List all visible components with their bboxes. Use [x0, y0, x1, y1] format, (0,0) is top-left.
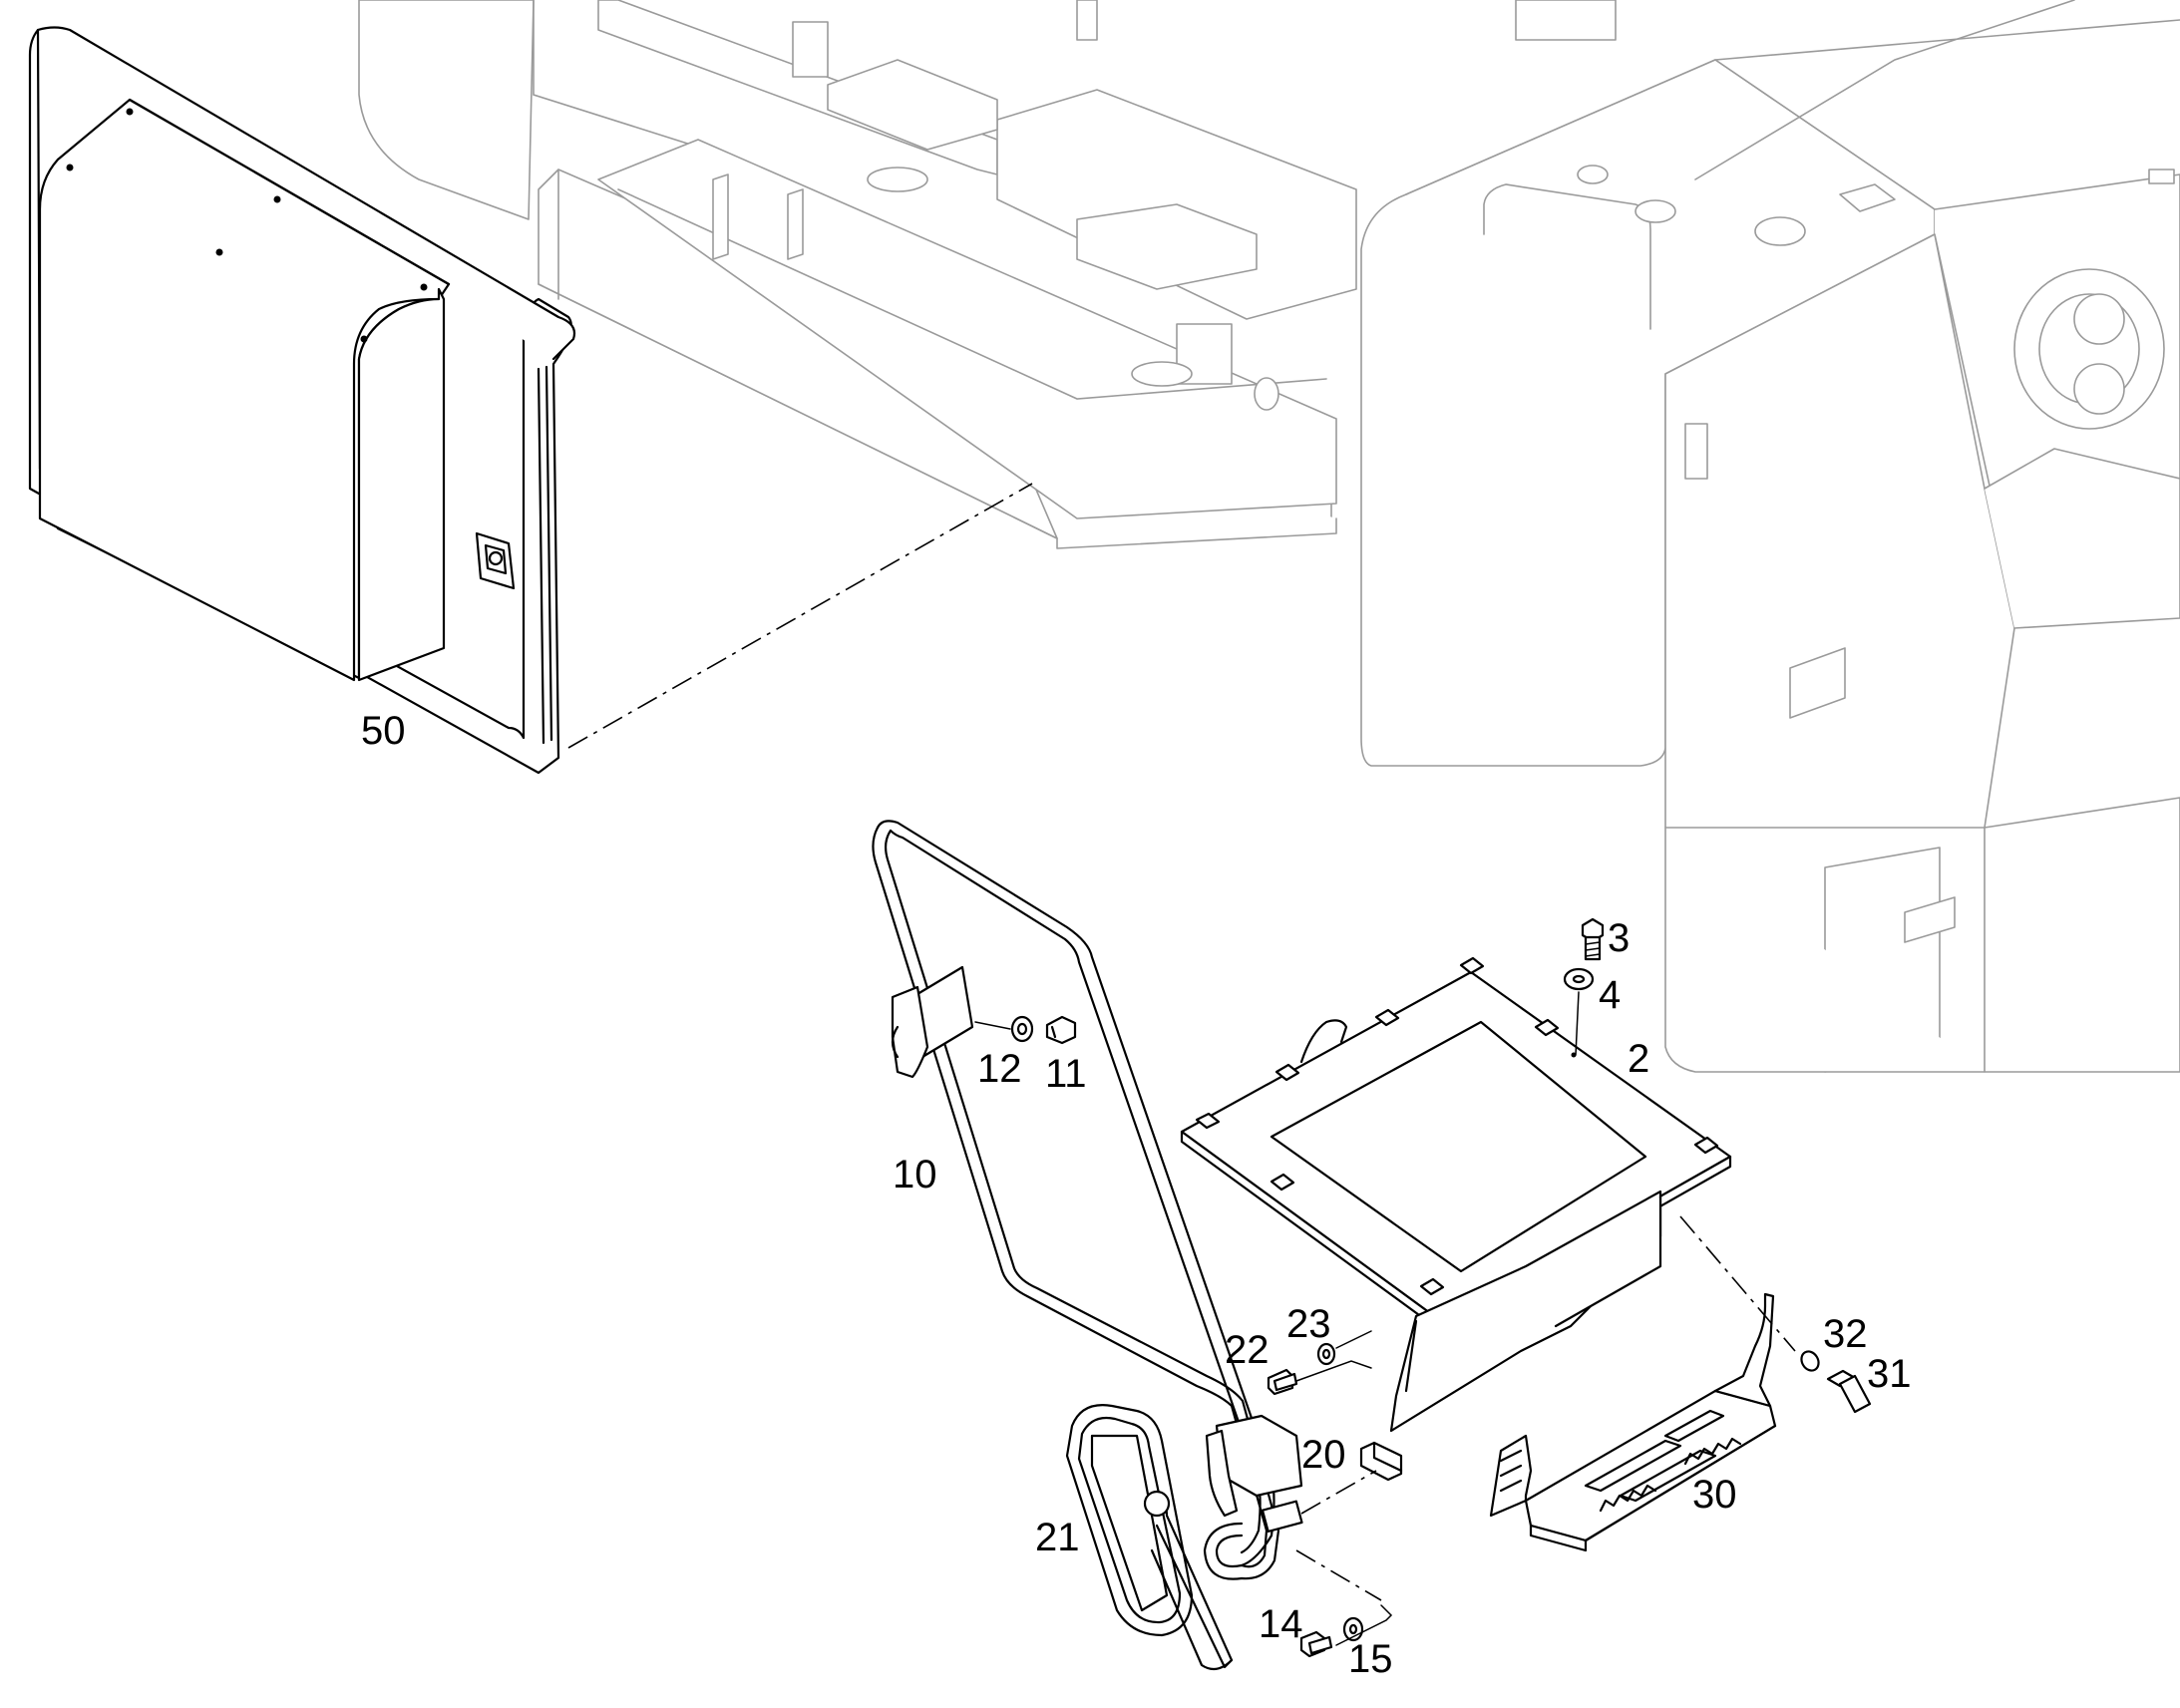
callout-21: 21	[1035, 1516, 1080, 1559]
part-23-washer	[1316, 1342, 1336, 1366]
callout-15: 15	[1348, 1637, 1393, 1681]
callout-14: 14	[1259, 1602, 1303, 1646]
callout-30: 30	[1692, 1473, 1737, 1517]
part-22-bolt	[1267, 1368, 1298, 1396]
assembly-leader-lines	[567, 483, 1796, 1601]
machine-frame-background	[358, 0, 2180, 1073]
callout-4: 4	[1599, 973, 1621, 1017]
callout-50: 50	[361, 709, 406, 753]
part-4-washer	[1563, 967, 1595, 991]
callout-22: 22	[1225, 1328, 1270, 1372]
callout-11: 11	[1045, 1052, 1087, 1096]
leader-14-15	[1335, 1604, 1393, 1646]
leader-3-4	[1575, 991, 1580, 1056]
callout-23: 23	[1286, 1302, 1331, 1346]
callout-12: 12	[977, 1047, 1022, 1091]
part-21-mirror	[1065, 1404, 1234, 1671]
callout-10: 10	[893, 1153, 937, 1196]
part-10-pipe-frame	[872, 820, 1303, 1580]
part-31-bolt	[1826, 1369, 1872, 1414]
callout-labels: 50 3 4 2 12 11 10 23 22 32 31 20 30 21 1…	[361, 709, 1912, 1681]
part-32-washer	[1800, 1350, 1820, 1372]
part-2-seat-plate	[1180, 956, 1732, 1433]
part-3-bolt	[1581, 917, 1605, 961]
callout-2: 2	[1628, 1037, 1649, 1081]
callout-32: 32	[1823, 1312, 1868, 1356]
callout-31: 31	[1867, 1352, 1912, 1396]
part-12-washer	[1010, 1015, 1034, 1043]
part-14-bolt	[1299, 1630, 1333, 1658]
leader-22-23	[1295, 1360, 1372, 1382]
part-11-bolt	[1045, 1015, 1077, 1045]
callout-3: 3	[1608, 916, 1630, 960]
leader-22-23b	[1335, 1330, 1372, 1349]
part-30-foot-step	[1489, 1292, 1777, 1552]
callout-20: 20	[1301, 1433, 1346, 1477]
part-50-cover	[28, 26, 576, 775]
leader-12-11	[974, 1021, 1011, 1030]
part-20-block	[1359, 1441, 1403, 1482]
